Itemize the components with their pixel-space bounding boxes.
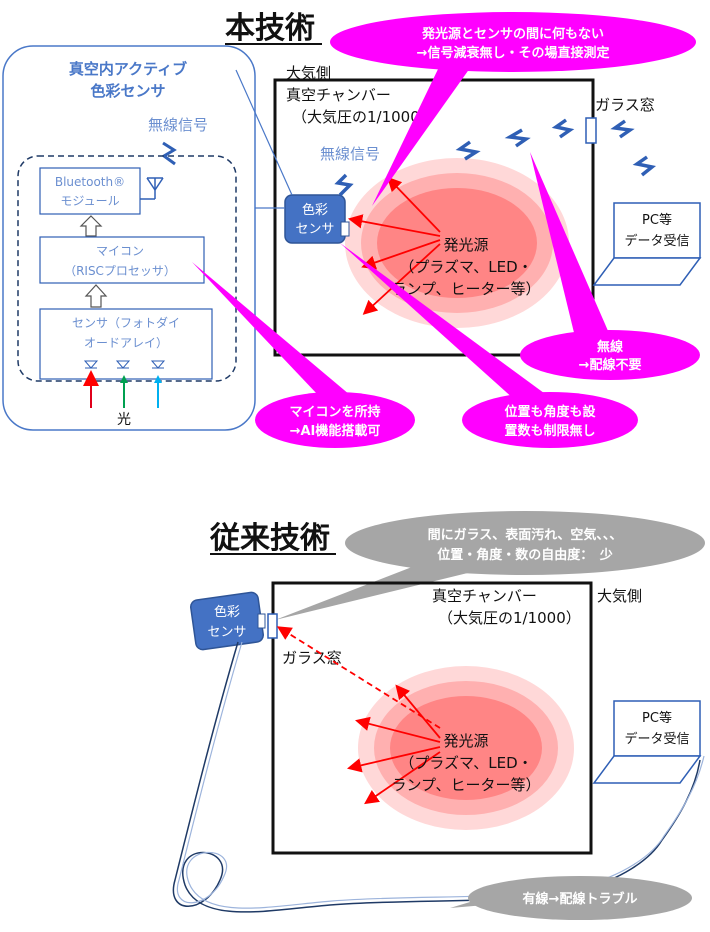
callout-no-obstruction: 発光源とセンサの間に何もない →信号減衰無し・その場直接測定 — [330, 12, 696, 206]
sensor-panel-wireless-bolt-icon — [161, 141, 177, 166]
bottom-pc: PC等 データ受信 — [592, 700, 702, 784]
bottom-light-source-inner — [390, 696, 542, 800]
photodiode-sensor-label-1: センサ（フォトダイ — [72, 315, 180, 330]
bottom-light-source-label-3: ランプ、ヒーター等） — [391, 776, 540, 794]
callout-ai: マイコンを所持 →AI機能搭載可 — [192, 262, 415, 448]
mcu-label-1: マイコン — [96, 244, 144, 258]
bottom-dashed-ray — [276, 626, 441, 729]
in-chamber-color-sensor — [284, 194, 346, 244]
bolt-icon-6 — [632, 155, 657, 177]
sensor-panel-title-2: 色彩センサ — [90, 82, 165, 100]
bottom-sensor-label-2: センサ — [207, 625, 246, 640]
bottom-glass-window-label: ガラス窓 — [282, 649, 342, 667]
callout-conventional-line-1: 間にガラス、表面汚れ、空気、、、 — [428, 527, 623, 543]
bottom-light-source-label-1: 発光源 — [443, 732, 488, 750]
bottom-light-source-label-2: （プラズマ、LED・ — [399, 754, 532, 772]
bottom-vacuum-label-1: 真空チャンバー — [432, 587, 537, 605]
chamber-wireless-label: 無線信号 — [320, 145, 380, 163]
vacuum-label-2: （大気圧の1/1000） — [292, 108, 435, 126]
callout-wired-label: 有線→配線トラブル — [523, 891, 638, 907]
antenna-icon — [140, 177, 164, 200]
in-chamber-sensor-label-1: 色彩 — [302, 202, 328, 218]
pc-label-2: データ受信 — [624, 233, 689, 249]
bluetooth-module-box — [39, 167, 141, 215]
callout-position: 位置も角度も設 置数も制限無し — [340, 243, 638, 448]
glass-window-label: ガラス窓 — [595, 96, 655, 114]
photodiode-sensor-label-2: オードアレイ） — [84, 336, 168, 350]
bottom-pc-screen — [613, 700, 701, 757]
tangled-cable-shadow — [176, 641, 705, 909]
top-pc: PC等 データ受信 — [592, 202, 702, 286]
bottom-color-sensor — [190, 591, 264, 651]
callout-wireless-line-2: →配線不要 — [579, 357, 642, 373]
light-source-label-3: ランプ、ヒーター等） — [391, 280, 540, 298]
bolt-icon-1 — [334, 173, 354, 197]
bottom-light-rays — [346, 684, 441, 805]
bottom-pc-label-2: データ受信 — [624, 731, 689, 747]
photodiode-icons — [83, 360, 166, 369]
bottom-atmosphere-label: 大気側 — [597, 587, 642, 605]
light-source-label-2: （プラズマ、LED・ — [399, 258, 532, 276]
bottom-sensor-label-1: 色彩 — [214, 604, 240, 620]
bottom-pc-label-1: PC等 — [642, 710, 672, 726]
pc-screen — [613, 202, 701, 259]
pc-label-1: PC等 — [642, 212, 672, 228]
callout-position-line-2: 置数も制限無し — [504, 423, 595, 439]
callout-no-obstruction-line-2: →信号減衰無し・その場直接測定 — [417, 45, 610, 61]
bottom-glass-window — [267, 613, 278, 639]
callout-wireless-line-1: 無線 — [597, 339, 624, 355]
mcu-label-2: （RISCプロセッサ） — [64, 264, 176, 278]
blue-arrow-head-icon — [154, 375, 162, 383]
in-chamber-sensor-port — [340, 221, 350, 237]
callout-wired: 有線→配線トラブル — [450, 876, 692, 920]
callout-wireless: 無線 →配線不要 — [520, 152, 700, 380]
callout-ai-line-1: マイコンを所持 — [289, 404, 380, 420]
tangled-cable — [172, 641, 701, 913]
bolt-icon-4 — [551, 118, 575, 139]
green-arrow-head-icon — [120, 375, 128, 383]
bolt-icon-3 — [504, 128, 531, 148]
atmosphere-label: 大気側 — [286, 64, 331, 82]
sensor-panel-wireless-label: 無線信号 — [148, 116, 208, 134]
callout-ai-line-2: →AI機能搭載可 — [290, 423, 381, 439]
in-chamber-sensor-label-2: センサ — [295, 222, 334, 237]
bluetooth-module-label-1: Bluetooth® — [55, 175, 125, 189]
bottom-vacuum-chamber-box — [271, 581, 593, 855]
pc-keyboard — [592, 257, 702, 286]
top-chamber: 大気側 真空チャンバー （大気圧の1/1000） 無線信号 ガラス窓 発光源 （… — [235, 64, 655, 357]
callout-no-obstruction-line-1: 発光源とセンサの間に何もない — [421, 26, 604, 42]
top-title: 本技術 — [225, 11, 315, 46]
sensor-panel: 真空内アクティブ 色彩センサ 無線信号 Bluetooth® モジュール マイコ… — [2, 45, 256, 431]
callout-position-line-1: 位置も角度も設 — [504, 404, 596, 420]
bolt-icon-2 — [455, 140, 481, 161]
bottom-title: 従来技術 — [209, 521, 330, 556]
bluetooth-module-label-2: モジュール — [60, 194, 119, 208]
wireless-bolt-icons — [334, 118, 657, 197]
up-arrow-icon-2 — [84, 284, 108, 308]
light-label: 光 — [117, 412, 131, 428]
light-source-label-1: 発光源 — [443, 236, 488, 254]
callout-conventional: 間にガラス、表面汚れ、空気、、、 位置・角度・数の自由度： 少 — [275, 511, 705, 620]
sensor-panel-title-1: 真空内アクティブ — [69, 60, 187, 78]
mcu-box — [39, 236, 205, 284]
bottom-sensor-port — [257, 613, 266, 629]
bottom-pc-keyboard — [592, 755, 702, 784]
bolt-icon-5 — [610, 119, 635, 139]
vacuum-label-1: 真空チャンバー — [286, 86, 391, 104]
panel-connector-line-2 — [235, 69, 293, 196]
bottom-vacuum-label-2: （大気圧の1/1000） — [438, 609, 581, 627]
light-source-inner — [377, 188, 537, 298]
glass-window — [585, 117, 597, 144]
up-arrow-icon-1 — [79, 215, 103, 237]
top-light-rays — [347, 176, 441, 315]
callout-conventional-line-2: 位置・角度・数の自由度： 少 — [437, 547, 613, 563]
